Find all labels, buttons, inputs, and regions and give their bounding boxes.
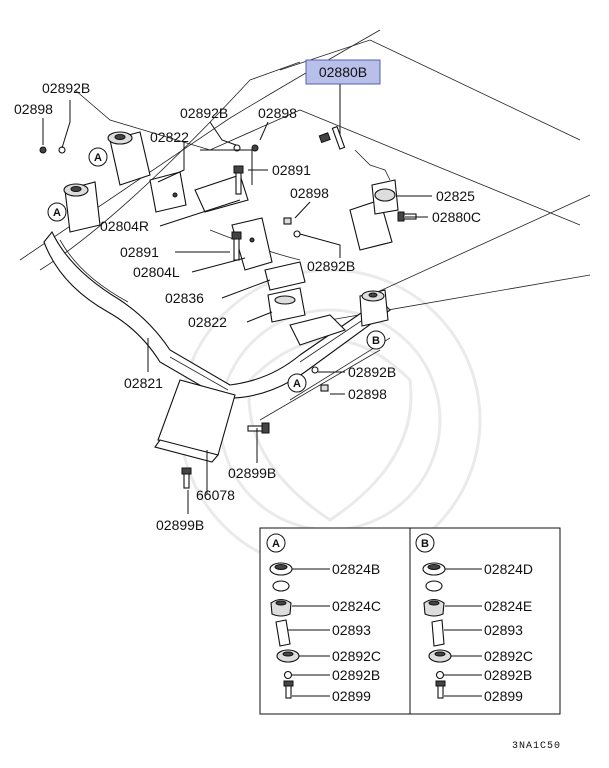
svg-text:B: B (372, 335, 380, 347)
detail-a-item-3[interactable]: 02893 (332, 622, 371, 638)
part-label-02821[interactable]: 02821 (124, 375, 163, 391)
part-label-02836[interactable]: 02836 (165, 290, 204, 306)
svg-text:A: A (293, 378, 301, 390)
part-label-02825[interactable]: 02825 (436, 188, 475, 204)
mount-02825 (349, 149, 399, 251)
callout-a-left: A (47, 202, 67, 222)
part-label-66078[interactable]: 66078 (196, 487, 235, 503)
detail-box (259, 527, 561, 715)
insulator-02822-lower (267, 287, 306, 323)
detail-a-leaders (288, 568, 330, 697)
mount-block-left-lower (63, 181, 101, 233)
detail-b-item-5[interactable]: 02892B (484, 667, 532, 683)
part-label-02804R[interactable]: 02804R (100, 218, 149, 234)
callout-a-upper: A (88, 147, 108, 167)
part-label-02898[interactable]: 02898 (258, 105, 297, 121)
part-label-02822[interactable]: 02822 (150, 129, 189, 145)
part-label-02898[interactable]: 02898 (14, 101, 53, 117)
mount-block-left-upper (107, 131, 151, 186)
part-label-02899B[interactable]: 02899B (228, 465, 276, 481)
detail-b-header: B (415, 533, 435, 553)
part-label-02892B[interactable]: 02892B (42, 80, 90, 96)
bolt-02899B-b (181, 467, 192, 489)
detail-a-item-1[interactable]: 02824B (332, 561, 380, 577)
detail-a-item-4[interactable]: 02892C (332, 648, 381, 664)
detail-b-item-4[interactable]: 02892C (484, 648, 533, 664)
callout-a-lower: A (287, 373, 307, 393)
detail-b-item-6[interactable]: 02899 (484, 688, 523, 704)
detail-b-parts (422, 562, 452, 699)
detail-b-leaders (444, 568, 482, 697)
part-label-02892B[interactable]: 02892B (307, 258, 355, 274)
detail-a-item-2[interactable]: 02824C (332, 598, 381, 614)
svg-text:A: A (53, 207, 61, 219)
part-label-02898[interactable]: 02898 (348, 386, 387, 402)
part-label-02880B[interactable]: 02880B (319, 64, 367, 80)
svg-text:B: B (421, 538, 429, 550)
leader-lines (42, 84, 432, 514)
mount-02836 (264, 261, 306, 291)
bracket-02804L (231, 217, 273, 271)
bracket-02804R (149, 171, 249, 213)
detail-a-parts (269, 562, 300, 699)
svg-text:A: A (94, 152, 102, 164)
skid-plate-66078 (154, 379, 236, 463)
bolt-02880B (318, 125, 346, 150)
part-label-02880C[interactable]: 02880C (432, 209, 481, 225)
part-label-02899B[interactable]: 02899B (156, 517, 204, 533)
part-label-02898[interactable]: 02898 (290, 185, 329, 201)
detail-a-item-6[interactable]: 02899 (332, 688, 371, 704)
callout-b: B (366, 330, 386, 350)
svg-text:A: A (272, 538, 280, 550)
diagram-code: 3NA1C50 (512, 741, 561, 752)
part-label-02892B[interactable]: 02892B (180, 105, 228, 121)
detail-b-item-3[interactable]: 02893 (484, 622, 523, 638)
highlight-box (305, 59, 381, 85)
mount-block-right (289, 289, 389, 346)
part-label-02892B[interactable]: 02892B (348, 364, 396, 380)
detail-a-header: A (266, 533, 286, 553)
detail-b-item-1[interactable]: 02824D (484, 561, 533, 577)
detail-a-item-5[interactable]: 02892B (332, 667, 380, 683)
part-label-02891[interactable]: 02891 (120, 244, 159, 260)
part-label-02822[interactable]: 02822 (188, 314, 227, 330)
detail-b-item-2[interactable]: 02824E (484, 598, 532, 614)
bolt-02891-a (233, 165, 244, 195)
nuts-washers (39, 144, 329, 392)
part-label-02891[interactable]: 02891 (272, 162, 311, 178)
part-label-02804L[interactable]: 02804L (133, 264, 180, 280)
